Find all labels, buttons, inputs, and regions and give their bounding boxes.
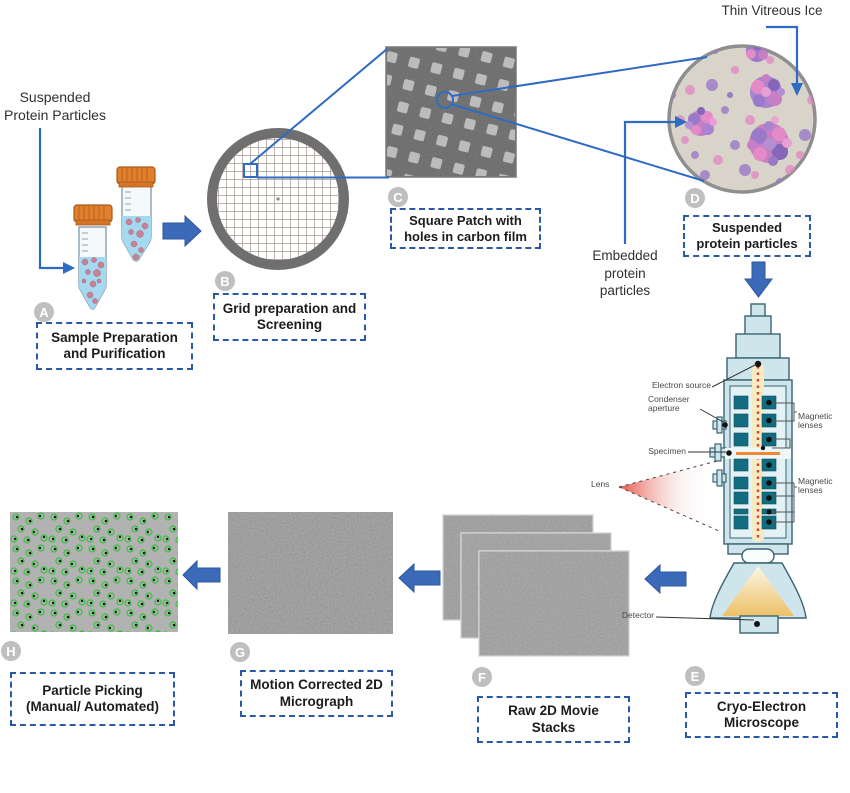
step-box-suspended-particles: Suspended protein particles [683,215,811,257]
raw-movie-stack-image [442,514,630,657]
magnetic-lenses-upper-label: Magnetic lenses [798,411,833,431]
carbon-film-patch-image [385,46,517,178]
step-box-particle-picking: Particle Picking (Manual/ Automated) [10,672,175,726]
step-badge-e: E [685,666,705,686]
step-badge-c: C [388,187,408,207]
step-box-grid-preparation: Grid preparation and Screening [213,293,366,341]
step-box-raw-movie-stacks: Raw 2D Movie Stacks [477,696,630,743]
sample-tubes-illustration [73,166,156,310]
suspended-particles-arrow [38,128,63,270]
embedded-protein-particles-label: Embedded protein particles [592,248,658,299]
specimen-label: Specimen [648,446,686,456]
motion-corrected-micrograph-image [228,512,393,634]
arrow-f-to-g [398,562,441,594]
step-box-motion-corrected: Motion Corrected 2D Micrograph [240,670,393,717]
suspended-protein-particles-label: Suspended Protein Particles [4,89,106,124]
tem-grid-illustration [207,128,349,270]
step-box-cryo-electron-microscope: Cryo-Electron Microscope [685,692,838,738]
condenser-aperture-label: Condenser aperture [648,394,690,414]
cryo-em-microscope-illustration [709,303,807,634]
arrow-g-to-h [182,559,221,591]
lens-label: Lens [591,479,610,489]
thin-vitreous-ice-label: Thin Vitreous Ice [721,3,823,18]
step-badge-f: F [472,667,492,687]
step-box-sample-preparation: Sample Preparation and Purification [36,322,193,370]
suspended-particles-micrograph [667,44,817,194]
arrow-a-to-b [162,214,202,248]
electron-source-label: Electron source [651,380,711,390]
step-box-square-patch: Square Patch with holes in carbon film [390,208,541,249]
step-badge-g: G [230,642,250,662]
detector-label: Detector [621,610,654,620]
step-badge-d: D [685,188,705,208]
arrow-d-to-e [744,261,773,298]
magnetic-lenses-lower-label: Magnetic lenses [798,476,833,496]
step-badge-h: H [1,641,21,661]
step-badge-b: B [215,271,235,291]
back-tube [116,166,156,262]
step-badge-a: A [34,302,54,322]
arrow-e-to-f [644,563,687,595]
particle-picking-image [10,512,178,632]
front-tube [73,204,113,310]
